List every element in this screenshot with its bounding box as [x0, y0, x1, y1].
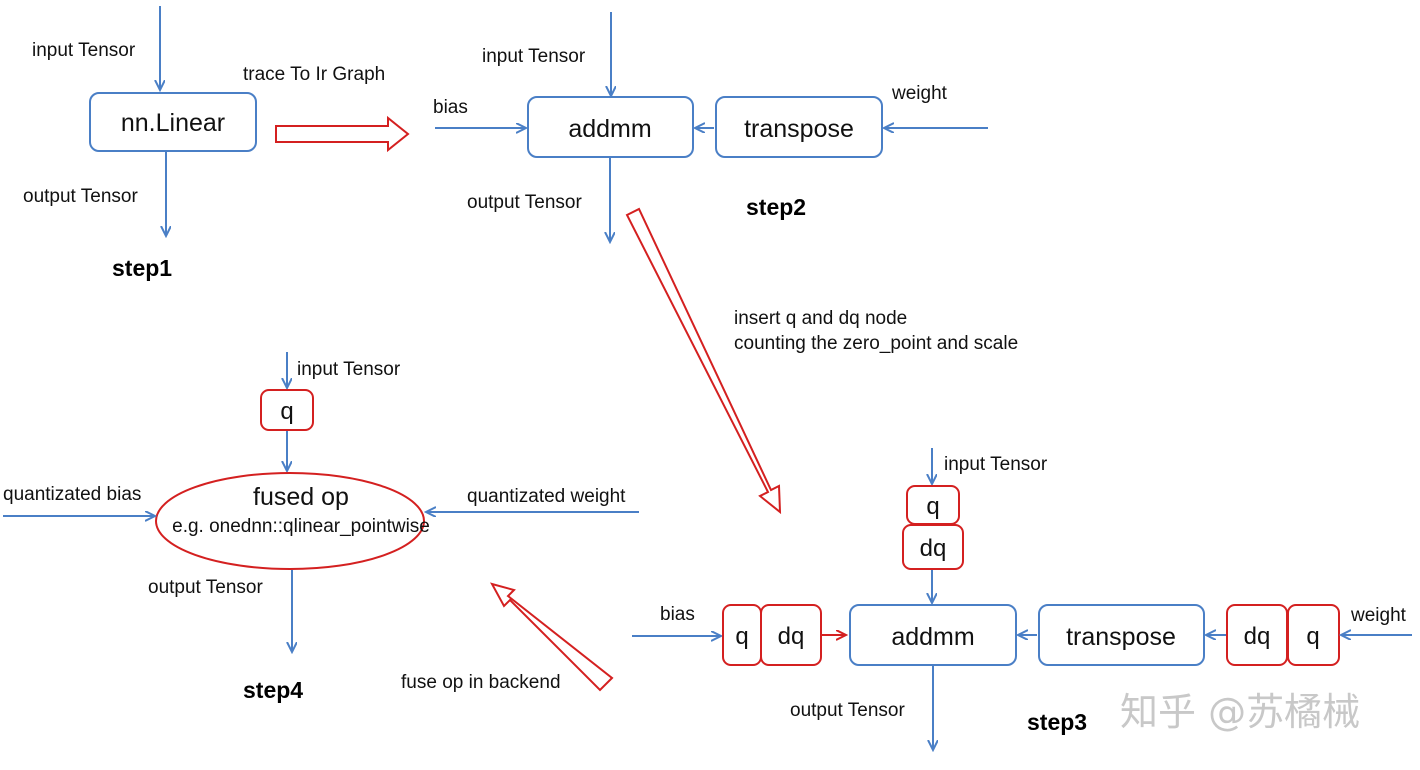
- step2-addmm-label: addmm: [568, 115, 651, 143]
- step2-label: step2: [746, 194, 806, 220]
- step3-weight-dq-label: dq: [1244, 623, 1271, 650]
- step4-input-q-box: [260, 389, 314, 431]
- step3-label: step3: [1027, 709, 1087, 735]
- step3-bias-q-label: q: [735, 623, 748, 650]
- trace-label: trace To Ir Graph: [243, 64, 385, 85]
- step3-input-dq-box: [902, 524, 964, 570]
- insert-q-dq-arrow: [625, 207, 782, 515]
- insert-q-dq-label-line2: counting the zero_point and scale: [734, 333, 1018, 354]
- step1-output-label: output Tensor: [23, 186, 138, 207]
- step1-group: input Tensor nn.Linear output Tensor ste…: [23, 6, 257, 281]
- step4-group: input Tensor q fused op e.g. onednn::qli…: [3, 352, 639, 703]
- step2-input-label: input Tensor: [482, 46, 586, 67]
- step3-addmm-label: addmm: [891, 623, 974, 651]
- step1-input-label: input Tensor: [32, 40, 136, 61]
- fuse-op-arrow: [489, 582, 614, 692]
- fused-op-title: fused op: [253, 483, 349, 511]
- step3-input-dq-label: dq: [920, 535, 947, 562]
- step2-output-label: output Tensor: [467, 192, 582, 213]
- watermark: 知乎 @苏橘械: [1120, 690, 1360, 734]
- step2-bias-label: bias: [433, 97, 468, 118]
- step2-transpose-label: transpose: [744, 115, 854, 143]
- step3-input-q-label: q: [926, 493, 939, 520]
- step3-bias-dq-box: [760, 604, 822, 666]
- step3-input-label: input Tensor: [944, 454, 1048, 475]
- step3-group: input Tensor q dq bias q dq addmm transp…: [632, 448, 1412, 750]
- step3-weight-q-label: q: [1306, 623, 1319, 650]
- step3-transpose-label: transpose: [1066, 623, 1176, 651]
- step4-input-label: input Tensor: [297, 359, 401, 380]
- step3-bias-label: bias: [660, 604, 695, 625]
- nn-linear-box: [89, 92, 257, 152]
- step2-group: input Tensor bias addmm transpose weight…: [433, 12, 988, 242]
- transition1-group: trace To Ir Graph: [243, 64, 410, 153]
- trace-arrow: [275, 115, 410, 153]
- insert-q-dq-label-line1: insert q and dq node: [734, 308, 907, 329]
- step3-weight-label: weight: [1350, 605, 1407, 626]
- nn-linear-label: nn.Linear: [121, 109, 225, 137]
- step4-output-label: output Tensor: [148, 577, 263, 598]
- step4-weight-label: quantizated weight: [467, 486, 626, 507]
- step3-bias-dq-label: dq: [778, 623, 805, 650]
- step4-input-q-label: q: [280, 398, 293, 425]
- transition2-group: insert q and dq node counting the zero_p…: [625, 207, 1018, 515]
- step2-weight-label: weight: [891, 83, 948, 104]
- step3-output-label: output Tensor: [790, 700, 905, 721]
- step1-label: step1: [112, 255, 172, 281]
- fused-op-subtitle: e.g. onednn::qlinear_pointwise: [172, 516, 430, 537]
- transition3-group: fuse op in backend: [401, 582, 614, 693]
- fuse-op-label: fuse op in backend: [401, 672, 561, 693]
- step4-label: step4: [243, 677, 303, 703]
- step4-bias-label: quantizated bias: [3, 484, 141, 505]
